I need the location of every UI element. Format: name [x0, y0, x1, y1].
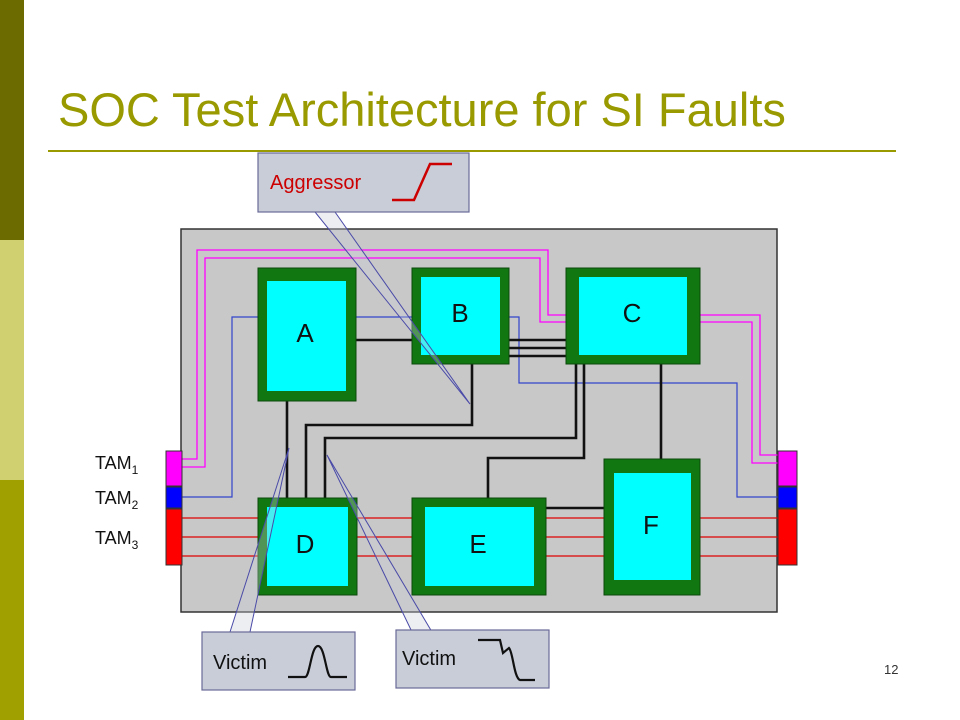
core-b: B: [411, 267, 510, 365]
tam-ports-right: [777, 450, 798, 566]
glitch-pulse-icon: [288, 644, 347, 679]
tam2-wires: [182, 316, 778, 498]
tam3-label: TAM3: [95, 528, 139, 552]
core-b-label: B: [451, 298, 468, 328]
core-d-label: D: [296, 529, 315, 559]
sidebar-segment-top: [0, 0, 24, 240]
core-f-label: F: [643, 510, 659, 540]
title-divider: [48, 150, 896, 152]
core-c: C: [565, 267, 701, 365]
slide-title: SOC Test Architecture for SI Faults: [58, 83, 786, 136]
core-e-label: E: [469, 529, 486, 559]
core-a-label: A: [296, 318, 314, 348]
slide-sidebar: [0, 0, 24, 720]
tam1-label: TAM1: [95, 453, 139, 477]
tam1-wires: [182, 249, 778, 468]
delayed-falling-edge-icon: [478, 638, 535, 682]
interconnect-wires: [285, 338, 663, 510]
rising-edge-icon: [392, 162, 452, 202]
aggressor-label: Aggressor: [270, 172, 361, 194]
core-e: E: [411, 497, 547, 596]
core-c-label: C: [623, 298, 642, 328]
core-a: A: [257, 267, 357, 402]
sidebar-segment-middle: [0, 240, 24, 480]
victim-label-right: Victim: [402, 648, 456, 670]
tam-labels: TAM1 TAM2 TAM3: [95, 453, 139, 552]
core-f: F: [603, 458, 701, 596]
victim-label-left: Victim: [213, 652, 267, 674]
page-number: 12: [884, 662, 899, 677]
sidebar-segment-bottom: [0, 480, 24, 720]
tam-ports-left: [165, 450, 183, 566]
victim-delay-callout: Victim: [395, 629, 550, 689]
victim-glitch-callout: Victim: [201, 631, 356, 691]
aggressor-callout: Aggressor: [257, 152, 470, 213]
tam2-label: TAM2: [95, 488, 139, 512]
callout-pointers: [229, 211, 471, 633]
